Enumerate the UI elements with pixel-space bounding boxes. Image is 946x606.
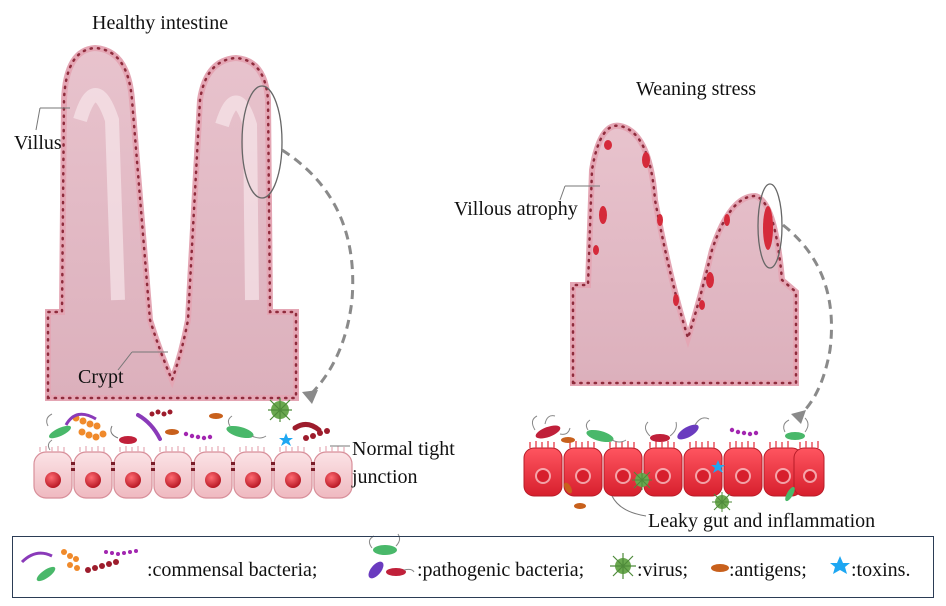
villous-atrophy-label: Villous atrophy	[454, 198, 578, 220]
healthy-lumen-microbes	[46, 398, 330, 451]
legend-pathogenic-text: :pathogenic bacteria;	[417, 559, 585, 581]
leaky-gut-label: Leaky gut and inflammation	[648, 510, 876, 532]
toxin-icon	[830, 556, 850, 574]
weaning-stress-title: Weaning stress	[636, 78, 757, 100]
atrophic-villi-tissue	[570, 122, 799, 386]
healthy-zoom-arrow	[281, 148, 355, 397]
pathogenic-bacteria-icon	[368, 533, 415, 579]
healthy-villi-tissue	[45, 44, 299, 401]
legend-icons	[20, 533, 850, 582]
inflamed-epithelium	[523, 441, 825, 497]
legend-antigens-text: :antigens;	[729, 559, 807, 581]
stress-zoom-ellipse	[757, 183, 783, 269]
antigen-icon	[711, 564, 729, 572]
healthy-epithelium	[33, 446, 353, 499]
commensal-bacteria-icon	[20, 549, 138, 582]
stress-zoom-arrow	[782, 223, 833, 417]
legend-virus-text: :virus;	[637, 559, 689, 581]
normal-tight-junction-label-line1: Normal tight	[352, 438, 455, 460]
healthy-intestine-title: Healthy intestine	[92, 12, 229, 34]
legend-toxins-text: :toxins.	[851, 559, 911, 581]
normal-tight-junction-label-line2: junction	[352, 466, 418, 488]
legend-commensal-text: :commensal bacteria;	[147, 559, 318, 581]
virus-icon	[610, 553, 636, 579]
crypt-label: Crypt	[78, 366, 124, 388]
legend-box: :commensal bacteria; :pathogenic bacteri…	[12, 536, 934, 598]
stress-lumen-microbes	[531, 415, 809, 512]
healthy-zoom-ellipse	[241, 85, 283, 199]
villus-label: Villus	[14, 132, 62, 154]
